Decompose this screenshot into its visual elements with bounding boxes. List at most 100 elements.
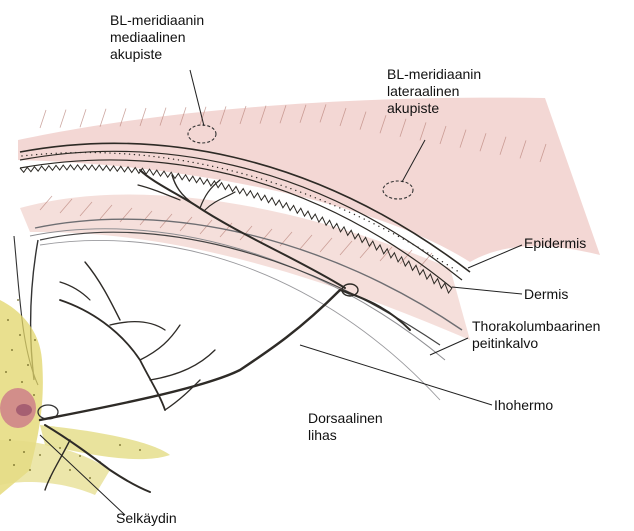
stipple-dot bbox=[168, 158, 169, 159]
stipple-dot bbox=[442, 261, 443, 262]
fascia-label-line-1: Thorakolumbaarinen bbox=[472, 318, 600, 335]
label-lateral-acupoint: BL-meridiaanin lateraalinen akupiste bbox=[387, 66, 481, 117]
fascia-label-line-2: peitinkalvo bbox=[472, 335, 600, 352]
medial-label-line-3: akupiste bbox=[110, 46, 204, 63]
spine-stipple-dot bbox=[19, 334, 21, 336]
stipple-dot bbox=[437, 258, 438, 259]
stipple-dot bbox=[295, 190, 296, 191]
stipple-dot bbox=[447, 264, 448, 265]
stipple-dot bbox=[320, 199, 321, 200]
stipple-dot bbox=[36, 154, 37, 155]
stipple-dot bbox=[383, 228, 384, 229]
spine-stipple-dot bbox=[34, 339, 36, 341]
stipple-dot bbox=[324, 201, 325, 202]
stipple-dot bbox=[85, 152, 86, 153]
stipple-dot bbox=[456, 270, 457, 271]
muscle-hatch-stroke bbox=[60, 110, 66, 128]
stipple-dot bbox=[109, 152, 110, 153]
stipple-dot bbox=[119, 153, 120, 154]
label-medial-acupoint: BL-meridiaanin mediaalinen akupiste bbox=[110, 12, 204, 63]
stipple-dot bbox=[349, 212, 350, 213]
stipple-dot bbox=[56, 153, 57, 154]
stipple-dot bbox=[266, 180, 267, 181]
stipple-dot bbox=[100, 152, 101, 153]
label-muscle: Dorsaalinen lihas bbox=[308, 410, 383, 444]
stipple-dot bbox=[251, 176, 252, 177]
stipple-dot bbox=[70, 152, 71, 153]
stipple-dot bbox=[207, 165, 208, 166]
stipple-dot bbox=[417, 247, 418, 248]
stipple-dot bbox=[334, 205, 335, 206]
stipple-dot bbox=[452, 267, 453, 268]
stipple-dot bbox=[21, 155, 22, 156]
spine-stipple-dot bbox=[9, 439, 11, 441]
spine-stipple-dot bbox=[69, 469, 71, 471]
stipple-dot bbox=[408, 241, 409, 242]
stipple-dot bbox=[163, 157, 164, 158]
stipple-dot bbox=[310, 195, 311, 196]
stipple-dot bbox=[222, 168, 223, 169]
lateral-label-line-3: akupiste bbox=[387, 100, 481, 117]
stipple-dot bbox=[344, 209, 345, 210]
stipple-dot bbox=[364, 218, 365, 219]
stipple-dot bbox=[427, 252, 428, 253]
stipple-dot bbox=[75, 152, 76, 153]
stipple-dot bbox=[202, 164, 203, 165]
label-fascia: Thorakolumbaarinen peitinkalvo bbox=[472, 318, 600, 352]
muscle-hatch-stroke bbox=[100, 109, 106, 127]
stipple-dot bbox=[422, 249, 423, 250]
stipple-dot bbox=[114, 153, 115, 154]
stipple-dot bbox=[290, 188, 291, 189]
spine-stipple-dot bbox=[29, 469, 31, 471]
spine-stipple-dot bbox=[17, 299, 19, 301]
spine-stipple-dot bbox=[11, 349, 13, 351]
stipple-dot bbox=[173, 158, 174, 159]
stipple-dot bbox=[183, 160, 184, 161]
spine-stipple-dot bbox=[139, 449, 141, 451]
stipple-dot bbox=[129, 153, 130, 154]
stipple-dot bbox=[232, 170, 233, 171]
stipple-dot bbox=[46, 153, 47, 154]
stipple-dot bbox=[236, 172, 237, 173]
muscle-hatch-stroke bbox=[80, 109, 86, 127]
stipple-dot bbox=[339, 207, 340, 208]
stipple-dot bbox=[144, 155, 145, 156]
stipple-dot bbox=[80, 152, 81, 153]
stipple-dot bbox=[403, 238, 404, 239]
lateral-label-line-2: lateraalinen bbox=[387, 83, 481, 100]
stipple-dot bbox=[212, 166, 213, 167]
stipple-dot bbox=[432, 255, 433, 256]
muscle-label-line-1: Dorsaalinen bbox=[308, 410, 383, 427]
stipple-dot bbox=[373, 223, 374, 224]
muscle-label-line-2: lihas bbox=[308, 427, 383, 444]
nerve-text: Ihohermo bbox=[494, 397, 553, 414]
stipple-dot bbox=[41, 153, 42, 154]
spine-stipple-dot bbox=[119, 444, 121, 446]
stipple-dot bbox=[124, 153, 125, 154]
stipple-dot bbox=[51, 153, 52, 154]
label-nerve: Ihohermo bbox=[494, 397, 553, 414]
label-epidermis: Epidermis bbox=[524, 235, 586, 252]
stipple-dot bbox=[188, 161, 189, 162]
spine-stipple-dot bbox=[79, 455, 81, 457]
stipple-dot bbox=[227, 169, 228, 170]
stipple-dot bbox=[134, 154, 135, 155]
stipple-dot bbox=[139, 154, 140, 155]
stipple-dot bbox=[359, 216, 360, 217]
label-spinal-cord: Selkäydin bbox=[116, 510, 177, 527]
stipple-dot bbox=[315, 197, 316, 198]
stipple-dot bbox=[158, 156, 159, 157]
leader-fascia bbox=[430, 338, 468, 355]
stipple-dot bbox=[280, 185, 281, 186]
stipple-dot bbox=[276, 183, 277, 184]
epidermis-text: Epidermis bbox=[524, 235, 586, 252]
stipple-dot bbox=[26, 155, 27, 156]
dermis-text: Dermis bbox=[524, 286, 568, 303]
spine-stipple-dot bbox=[5, 371, 7, 373]
stipple-dot bbox=[60, 152, 61, 153]
label-dermis: Dermis bbox=[524, 286, 568, 303]
stipple-dot bbox=[246, 174, 247, 175]
spine-stipple-dot bbox=[27, 364, 29, 366]
spine-stipple-dot bbox=[23, 451, 25, 453]
spinal-cord-center bbox=[16, 404, 32, 416]
